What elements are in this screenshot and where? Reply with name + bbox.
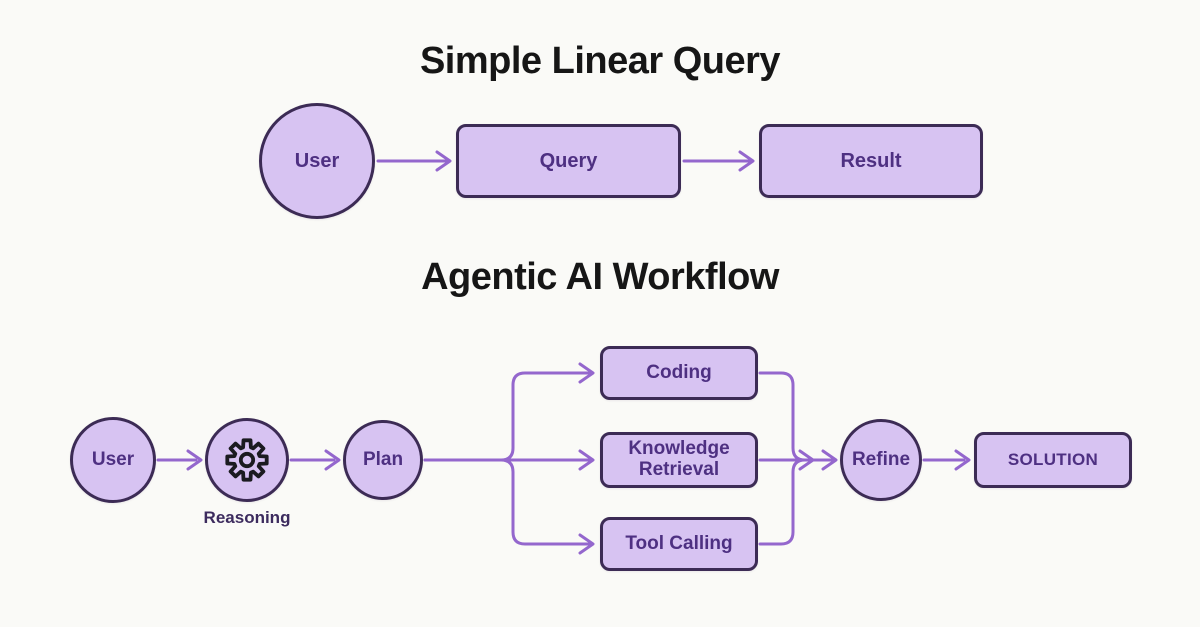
node-knowledge-retrieval: Knowledge Retrieval — [600, 432, 758, 488]
node-label: User — [91, 449, 135, 470]
node-label: Tool Calling — [625, 533, 733, 554]
arrowhead-icon — [821, 449, 838, 471]
arrow-coding-to-refine — [758, 371, 834, 462]
arrowhead-icon — [186, 449, 203, 471]
node-query: Query — [456, 124, 681, 198]
node-label: Refine — [851, 449, 911, 470]
arrowhead-icon — [578, 533, 595, 555]
node-user: User — [70, 417, 156, 503]
node-label: Knowledge Retrieval — [628, 438, 730, 480]
node-solution: SOLUTION — [974, 432, 1132, 488]
arrow-plan-to-tool — [423, 458, 591, 546]
arrowhead-icon — [578, 362, 595, 384]
node-result: Result — [759, 124, 983, 198]
node-reasoning — [205, 418, 289, 502]
diagram2-title: Agentic AI Workflow — [421, 256, 779, 298]
arrowhead-icon — [798, 449, 815, 471]
node-label: Result — [840, 149, 902, 172]
node-label: SOLUTION — [1007, 450, 1099, 469]
arrowhead-icon — [435, 150, 452, 172]
node-user: User — [259, 103, 375, 219]
node-refine: Refine — [840, 419, 922, 501]
gear-icon — [225, 438, 269, 482]
node-tool-calling: Tool Calling — [600, 517, 758, 571]
reasoning-label: Reasoning — [203, 508, 291, 527]
arrow-tool-to-refine — [758, 458, 807, 546]
node-label: User — [294, 149, 340, 172]
arrowhead-icon — [738, 150, 755, 172]
node-coding: Coding — [600, 346, 758, 400]
node-label: Coding — [646, 362, 712, 383]
arrowhead-icon — [578, 449, 595, 471]
node-plan: Plan — [343, 420, 423, 500]
arrowhead-icon — [324, 449, 341, 471]
node-label: Plan — [362, 449, 404, 470]
arrowhead-icon — [954, 449, 971, 471]
arrow-plan-to-coding — [423, 371, 591, 462]
node-label: Query — [539, 149, 598, 172]
diagram1-title: Simple Linear Query — [419, 40, 781, 82]
